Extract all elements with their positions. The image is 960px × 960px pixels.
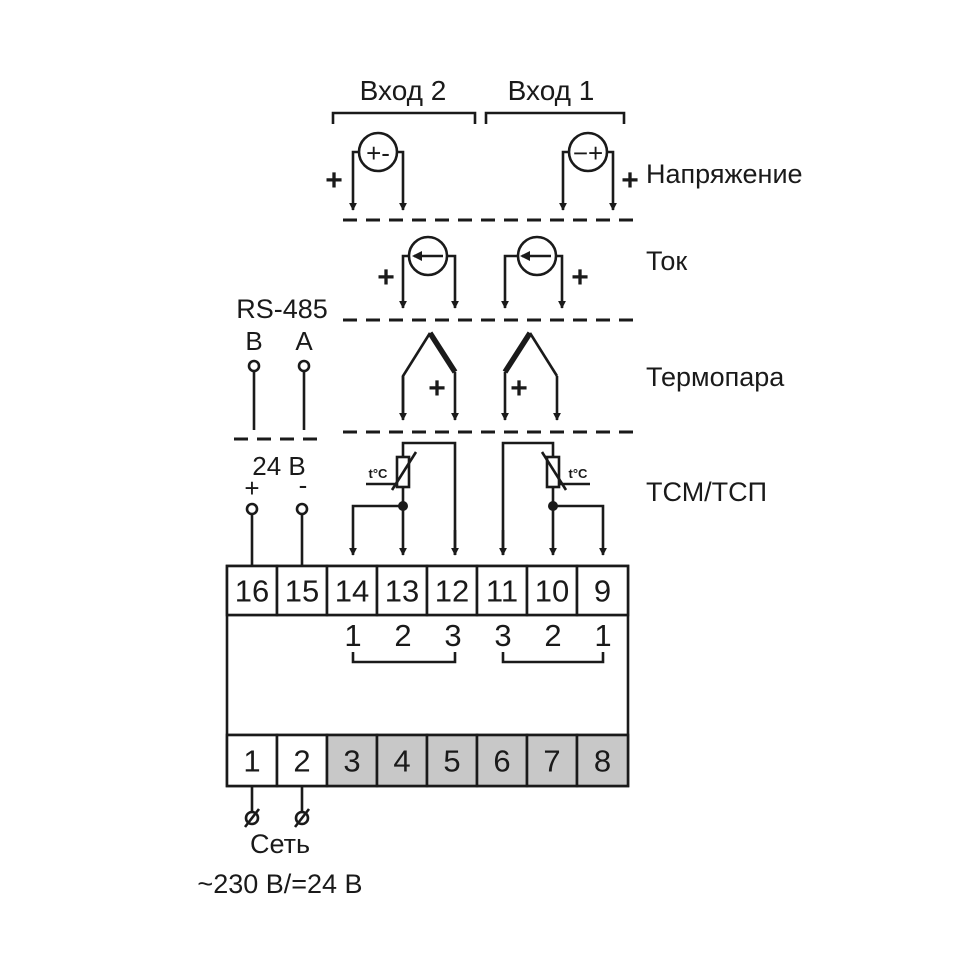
voltage-wire-input2-minus bbox=[397, 150, 407, 211]
pin-input2-3: 3 bbox=[444, 618, 461, 653]
tc-input1-leg-b-top bbox=[528, 332, 559, 377]
thermocouple-section: + + Термопара bbox=[343, 331, 785, 434]
rs485-section: RS-485 B A bbox=[234, 294, 328, 441]
input1-bracket bbox=[484, 111, 626, 124]
rtd-input1-wire-1 bbox=[553, 504, 607, 556]
tc-plus-input1: + bbox=[510, 372, 528, 405]
input1-label: Вход 1 bbox=[508, 75, 595, 106]
current-wire-input2-plus bbox=[399, 254, 409, 309]
mains-terminal-2-icon bbox=[294, 810, 310, 826]
top-terminal-label-14: 14 bbox=[335, 574, 369, 609]
bottom-terminal-8 bbox=[575, 733, 630, 788]
top-terminal-11 bbox=[475, 564, 529, 617]
bottom-terminal-label-6: 6 bbox=[493, 744, 510, 779]
power24-label: 24 В bbox=[252, 451, 306, 481]
voltage-polarity-input1: −+ bbox=[573, 138, 603, 168]
mains-terminal-2-slash bbox=[293, 808, 311, 828]
tc-plus-input2: + bbox=[428, 372, 446, 405]
top-terminal-label-11: 11 bbox=[486, 574, 518, 609]
bottom-terminal-label-4: 4 bbox=[393, 744, 410, 779]
bottom-terminal-3 bbox=[325, 733, 379, 788]
voltage-mode-label: Напряжение bbox=[646, 159, 803, 189]
mains-label: Сеть bbox=[250, 829, 310, 859]
pin-input2-1: 1 bbox=[344, 618, 361, 653]
top-terminal-label-9: 9 bbox=[594, 574, 611, 609]
rs485-title: RS-485 bbox=[236, 294, 328, 324]
current-section: + + Ток bbox=[343, 235, 687, 322]
mains-terminal-1-icon bbox=[244, 810, 260, 826]
top-terminal-label-10: 10 bbox=[535, 574, 569, 609]
mains-terminal-1-slash bbox=[243, 808, 261, 828]
power24-minus-terminal bbox=[295, 502, 309, 516]
voltage-section: +- + −+ + Напряжение bbox=[325, 131, 803, 222]
voltage-wire-input1-plus bbox=[607, 150, 617, 211]
voltage-plus-input2: + bbox=[325, 164, 343, 197]
rtd-input1-loop bbox=[501, 441, 555, 555]
current-wire-input2-minus bbox=[447, 254, 459, 309]
rs485-a-label: A bbox=[295, 326, 313, 356]
rs485-b-terminal bbox=[247, 359, 261, 373]
voltage-polarity-input2: +- bbox=[366, 138, 390, 168]
bottom-terminal-label-3: 3 bbox=[343, 744, 360, 779]
bottom-terminal-label-1: 1 bbox=[243, 744, 260, 779]
current-plus-input2: + bbox=[377, 261, 395, 294]
pin-input1-3: 3 bbox=[494, 618, 511, 653]
rtd-input2-loop bbox=[401, 441, 457, 555]
rtd-mode-label: ТСМ/ТСП bbox=[646, 477, 767, 507]
input-brackets: Вход 2 Вход 1 bbox=[331, 75, 626, 124]
bottom-terminal-label-7: 7 bbox=[543, 744, 560, 779]
power24-minus: - bbox=[299, 470, 308, 500]
rtd-section: t°C t°C ТСМ/ТСП bbox=[349, 441, 767, 556]
pin-input2-2: 2 bbox=[394, 618, 411, 653]
voltage-wire-input2-plus bbox=[349, 150, 359, 211]
rs485-a-terminal bbox=[297, 359, 311, 373]
bottom-terminal-label-2: 2 bbox=[293, 744, 310, 779]
pin-input1-2: 2 bbox=[544, 618, 561, 653]
mains-section: Сеть ~230 В/=24 В bbox=[197, 786, 363, 899]
top-terminal-15 bbox=[275, 564, 329, 617]
top-terminal-10 bbox=[525, 564, 579, 617]
top-terminal-label-16: 16 bbox=[235, 574, 269, 609]
power24-plus-terminal bbox=[245, 502, 259, 516]
current-plus-input1: + bbox=[571, 261, 589, 294]
bottom-terminal-label-5: 5 bbox=[443, 744, 460, 779]
top-terminal-9 bbox=[575, 564, 630, 617]
input2-bracket bbox=[331, 111, 477, 124]
current-source-input1-arrow bbox=[520, 251, 530, 261]
rtd-input2-temp: t°C bbox=[369, 466, 389, 481]
thermocouple-mode-label: Термопара bbox=[646, 362, 785, 392]
rs485-b-label: B bbox=[245, 326, 262, 356]
current-wire-input1-plus bbox=[556, 254, 566, 309]
input2-label: Вход 2 bbox=[360, 75, 447, 106]
pins-input2-bracket bbox=[351, 652, 457, 664]
rtd-input2-wire-1 bbox=[349, 504, 403, 556]
tc-input2-leg-a bbox=[401, 332, 432, 415]
rtd-input1-temp: t°C bbox=[569, 466, 589, 481]
mains-spec: ~230 В/=24 В bbox=[197, 869, 362, 899]
tc-input1-junction bbox=[502, 331, 533, 374]
top-terminal-label-12: 12 bbox=[435, 574, 469, 609]
bottom-terminal-4 bbox=[375, 733, 429, 788]
power24-plus: + bbox=[244, 473, 259, 503]
top-terminal-label-13: 13 bbox=[385, 574, 419, 609]
top-terminal-12 bbox=[425, 564, 479, 617]
top-terminal-row: 16 15 14 13 12 11 10 9 bbox=[225, 564, 630, 617]
current-mode-label: Ток bbox=[646, 246, 687, 276]
voltage-plus-input1: + bbox=[621, 164, 639, 197]
current-wire-input1-minus bbox=[501, 254, 518, 309]
top-terminal-label-15: 15 bbox=[285, 574, 319, 609]
pin-input1-1: 1 bbox=[594, 618, 611, 653]
bottom-terminal-label-8: 8 bbox=[594, 744, 611, 779]
tc-input2-junction bbox=[427, 331, 458, 374]
bottom-terminal-6 bbox=[475, 733, 529, 788]
current-source-input2-arrow bbox=[412, 251, 422, 261]
power24-section: 24 В + - bbox=[244, 451, 309, 566]
pins-input1-bracket bbox=[501, 652, 605, 664]
voltage-wire-input1-minus bbox=[559, 150, 569, 211]
